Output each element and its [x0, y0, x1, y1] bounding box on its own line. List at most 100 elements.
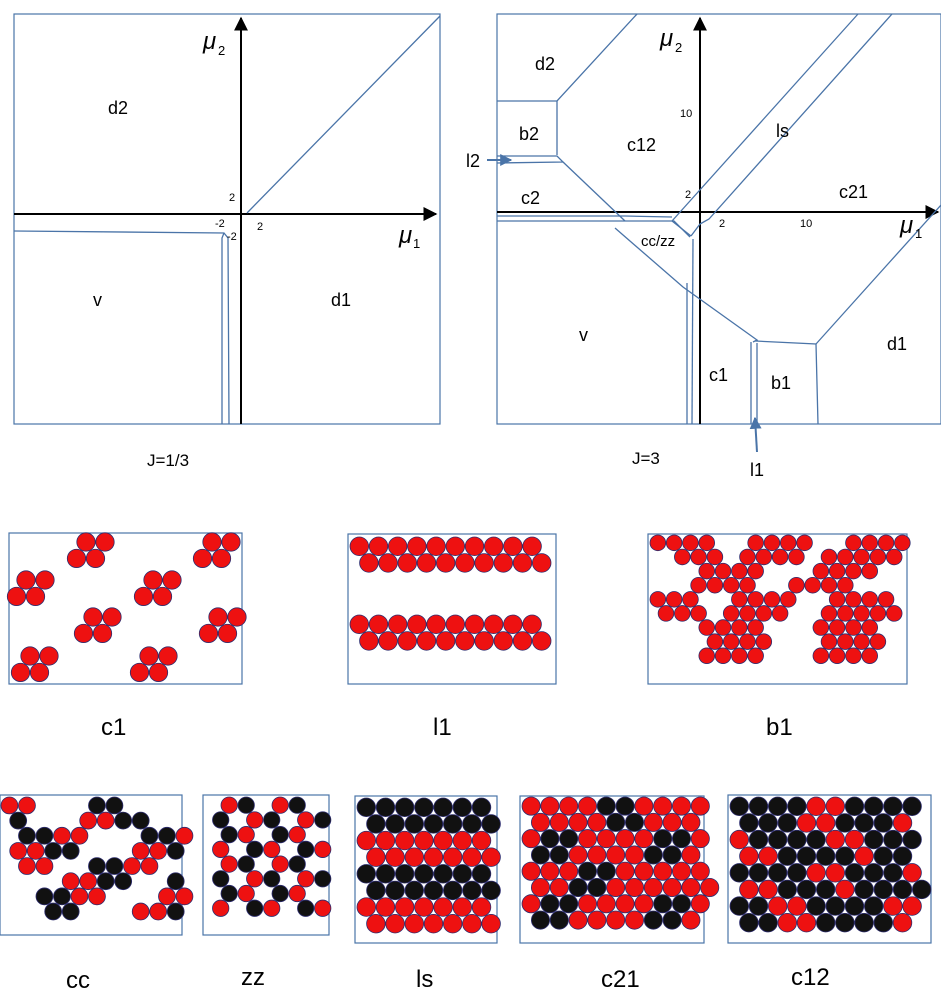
red-disk — [691, 549, 707, 565]
black-disk — [463, 815, 482, 834]
red-disk — [723, 577, 739, 593]
black-disk — [221, 885, 237, 901]
red-disk — [532, 554, 551, 573]
region-c1: c1 — [709, 365, 728, 385]
caption-c12: c12 — [791, 964, 830, 990]
red-disk — [176, 827, 193, 844]
black-disk — [730, 864, 749, 883]
black-disk — [415, 865, 434, 884]
red-disk — [778, 913, 797, 932]
tick-y-pos: 2 — [229, 192, 235, 204]
black-disk — [644, 911, 662, 929]
red-disk — [807, 864, 826, 883]
red-disk — [813, 648, 829, 664]
red-disk — [247, 812, 263, 828]
red-disk — [756, 606, 772, 622]
red-disk — [870, 549, 886, 565]
red-disk — [893, 814, 912, 833]
black-disk — [36, 888, 53, 905]
red-disk — [89, 888, 106, 905]
black-disk — [36, 827, 53, 844]
red-disk — [386, 914, 405, 933]
red-disk — [658, 606, 674, 622]
red-disk — [821, 606, 837, 622]
red-disk — [350, 615, 369, 634]
red-disk — [616, 862, 634, 880]
red-disk — [130, 663, 148, 681]
red-disk — [732, 563, 748, 579]
red-disk — [813, 620, 829, 636]
red-disk — [367, 914, 386, 933]
red-disk — [238, 826, 254, 842]
tick-x-pos: 2 — [257, 221, 263, 233]
black-disk — [386, 881, 405, 900]
black-disk — [759, 814, 778, 833]
red-disk — [456, 554, 475, 573]
black-disk — [10, 812, 27, 829]
black-disk — [663, 846, 681, 864]
red-disk — [569, 813, 587, 831]
black-disk — [89, 797, 106, 814]
red-disk — [149, 663, 167, 681]
red-disk — [19, 797, 36, 814]
black-disk — [768, 830, 787, 849]
red-disk — [494, 632, 513, 651]
red-disk — [264, 841, 280, 857]
black-disk — [132, 812, 149, 829]
red-disk — [80, 812, 97, 829]
red-disk — [84, 608, 102, 626]
red-disk — [837, 606, 853, 622]
red-disk — [707, 577, 723, 593]
red-disk — [472, 831, 491, 850]
black-disk — [167, 873, 184, 890]
red-disk — [759, 847, 778, 866]
red-disk — [732, 591, 748, 607]
svg-text:μ: μ — [899, 212, 913, 239]
red-disk — [837, 634, 853, 650]
red-disk — [846, 620, 862, 636]
black-disk — [167, 842, 184, 859]
red-disk — [417, 632, 436, 651]
red-disk — [878, 535, 894, 551]
black-disk — [115, 812, 132, 829]
red-disk — [683, 591, 699, 607]
red-disk — [682, 878, 700, 896]
red-disk — [221, 856, 237, 872]
black-disk — [816, 913, 835, 932]
red-disk — [886, 549, 902, 565]
black-disk — [864, 897, 883, 916]
red-disk — [886, 606, 902, 622]
red-disk — [456, 632, 475, 651]
black-disk — [141, 827, 158, 844]
black-disk — [597, 862, 615, 880]
red-disk — [691, 895, 709, 913]
black-disk — [482, 881, 501, 900]
black-disk — [367, 881, 386, 900]
red-disk — [862, 563, 878, 579]
red-disk — [153, 587, 171, 605]
panel-ls — [357, 798, 500, 933]
red-disk — [764, 535, 780, 551]
black-disk — [597, 797, 615, 815]
red-disk — [513, 632, 532, 651]
red-disk — [134, 587, 152, 605]
red-disk — [531, 813, 549, 831]
red-disk — [434, 898, 453, 917]
svg-text:μ: μ — [202, 28, 216, 55]
red-disk — [862, 535, 878, 551]
black-disk — [482, 815, 501, 834]
red-disk — [203, 533, 221, 551]
black-disk — [97, 873, 114, 890]
red-disk — [289, 885, 305, 901]
black-disk — [864, 797, 883, 816]
panel-l1 — [350, 537, 551, 650]
black-disk — [749, 864, 768, 883]
red-disk — [10, 842, 27, 859]
red-disk — [740, 549, 756, 565]
region-v: v — [93, 290, 102, 310]
black-disk — [778, 880, 797, 899]
red-disk — [315, 841, 331, 857]
red-disk — [701, 878, 719, 896]
red-disk — [522, 862, 540, 880]
red-disk — [144, 571, 162, 589]
